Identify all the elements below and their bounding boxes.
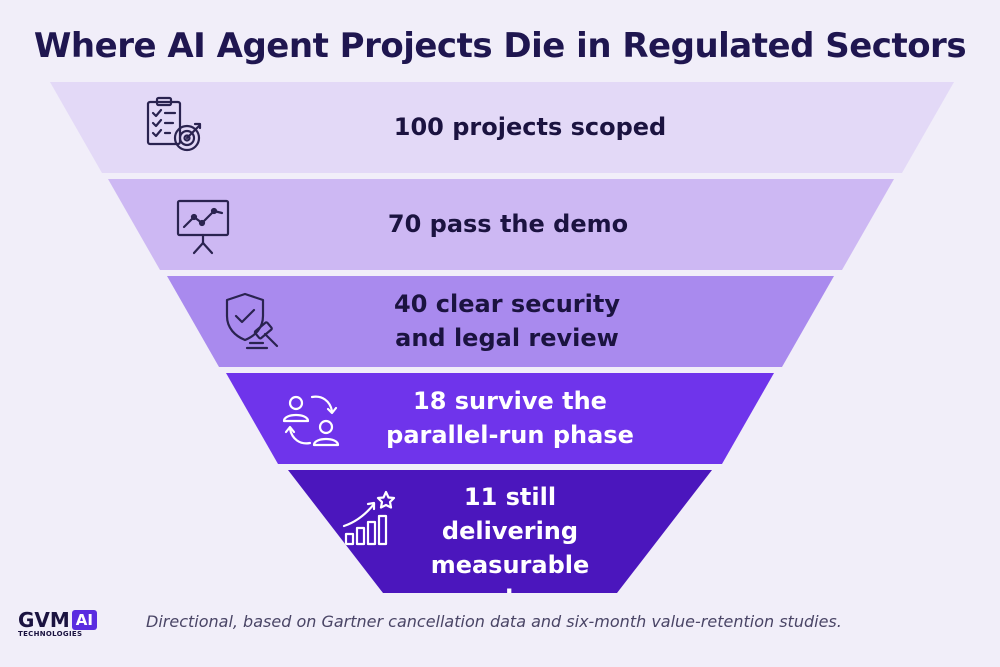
page-title: Where AI Agent Projects Die in Regulated… — [33, 26, 967, 66]
users-exchange-icon — [278, 387, 344, 453]
footnote: Directional, based on Gartner cancellati… — [146, 612, 842, 631]
growth-star-icon — [338, 488, 404, 554]
stage-5-label-line-1: 11 still delivering — [441, 483, 579, 545]
stage-1-label: 100 projects scoped — [393, 113, 667, 141]
logo-subtitle: TECHNOLOGIES — [18, 630, 83, 638]
presentation-chart-icon — [170, 191, 236, 257]
stage-2-label: 70 pass the demo — [387, 210, 629, 238]
stage-3-label-line-1: 40 clear security — [394, 290, 620, 318]
shield-gavel-icon — [219, 288, 285, 354]
funnel-stage-2: 70 pass the demo — [108, 179, 894, 270]
logo-ai-badge: AI — [71, 610, 97, 630]
funnel-stage-3: 40 clear security and legal review — [167, 276, 834, 367]
funnel-stage-1: 100 projects scoped — [50, 82, 954, 173]
stage-3-label-line-2: and legal review — [395, 324, 619, 352]
funnel-stage-4: 18 survive the parallel-run phase — [226, 373, 774, 464]
stage-4-label-line-2: parallel-run phase — [386, 421, 634, 449]
funnel-stage-5: 11 still delivering measurable value at … — [288, 470, 712, 593]
logo-main: GVM — [18, 608, 70, 632]
stage-5-label-line-2: measurable value — [430, 551, 590, 613]
checklist-target-icon — [142, 94, 208, 160]
stage-4-label-line-1: 18 survive the — [413, 387, 607, 415]
